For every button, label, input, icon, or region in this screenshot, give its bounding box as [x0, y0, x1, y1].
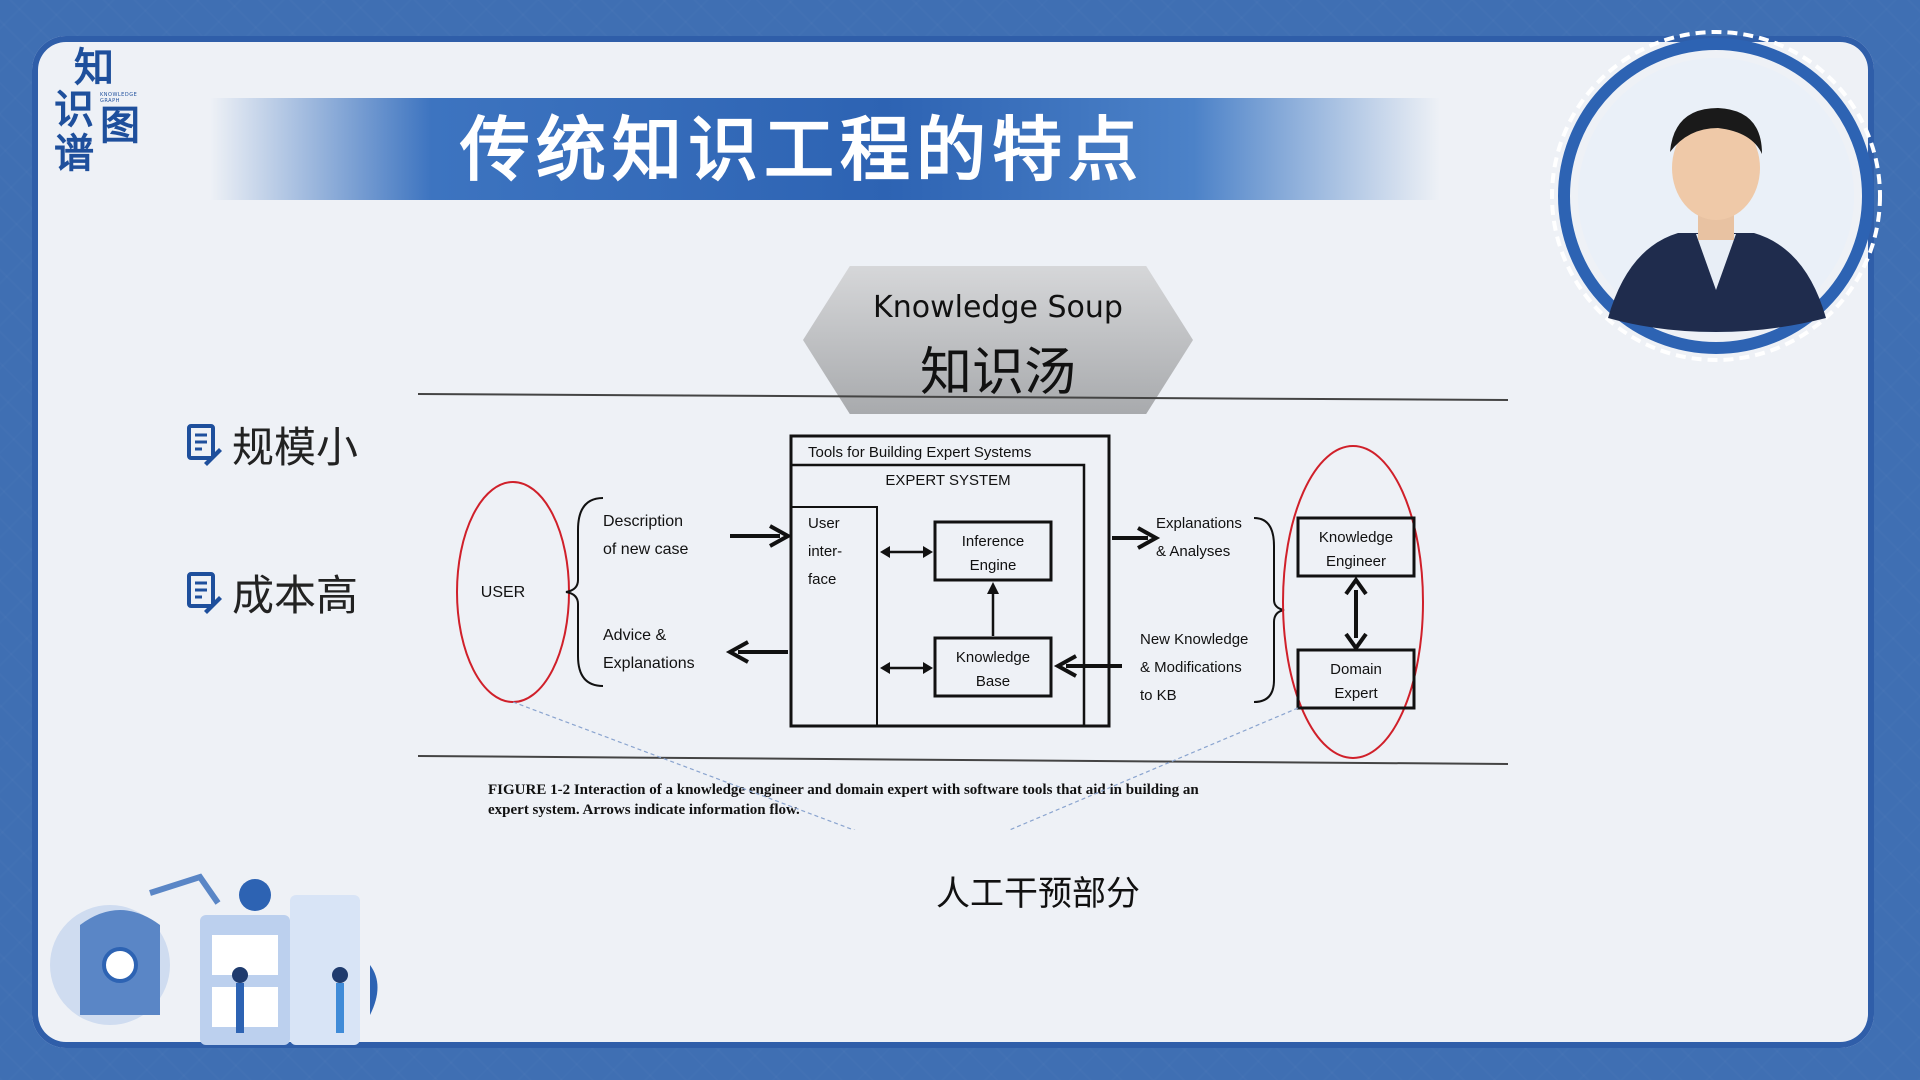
input-top-line1: Description — [603, 513, 683, 530]
logo-char-2: 识 — [54, 87, 94, 133]
badge-english: Knowledge Soup — [873, 290, 1123, 325]
knowledge-engineer-box — [1296, 516, 1416, 578]
caption-line2: expert system. Arrows indicate informati… — [488, 802, 800, 818]
logo: 知 识 图 谱 KNOWLEDGE GRAPH — [54, 48, 154, 178]
logo-char-4: 图 — [100, 103, 140, 149]
badge-chinese: 知识汤 — [919, 343, 1076, 403]
right-brace — [1253, 517, 1285, 703]
user-label: USER — [481, 584, 525, 601]
bullet-item-1: 规模小 — [186, 414, 358, 475]
page-title: 传统知识工程的特点 — [460, 109, 1144, 191]
kb-line2: Base — [976, 673, 1010, 690]
right-bottom-line2: & Modifications — [1140, 659, 1242, 676]
user-interface-box — [790, 506, 878, 727]
input-bottom-line2: Explanations — [603, 655, 695, 672]
ui-line3: face — [808, 571, 836, 588]
ke-line2: Engineer — [1326, 553, 1386, 570]
bullet-item-2: 成本高 — [186, 562, 358, 623]
de-line2: Expert — [1334, 685, 1378, 702]
right-bottom-line1: New Knowledge — [1140, 631, 1248, 648]
right-top-line1: Explanations — [1156, 515, 1242, 532]
expert-system-figure: USER Description of new case Advice & Ex… — [418, 393, 1508, 830]
logo-char-3: 谱 — [54, 131, 94, 177]
tech-illustration — [50, 873, 378, 1045]
inference-engine-box — [933, 520, 1053, 582]
de-line1: Domain — [1330, 661, 1382, 678]
inference-line1: Inference — [962, 533, 1025, 550]
bullet-label: 成本高 — [232, 571, 359, 620]
expert-circle-highlight — [1282, 445, 1424, 759]
logo-char-1: 知 — [74, 45, 114, 91]
right-top-line2: & Analyses — [1156, 543, 1230, 560]
expert-system-box — [789, 463, 1086, 728]
inference-line2: Engine — [970, 557, 1017, 574]
document-edit-icon — [186, 571, 222, 615]
user-brace — [565, 497, 604, 687]
input-bottom-line1: Advice & — [603, 627, 666, 644]
logo-subtitle: KNOWLEDGE GRAPH — [100, 92, 138, 104]
title-banner — [210, 98, 1440, 200]
caption-line1: FIGURE 1-2 Interaction of a knowledge en… — [488, 782, 1199, 798]
pointer-line-right — [1007, 707, 1299, 830]
presenter-video-avatar — [1550, 30, 1882, 362]
manual-intervention-label: 人工干预部分 — [936, 874, 1140, 914]
input-top-line2: of new case — [603, 541, 688, 558]
kb-line1: Knowledge — [956, 649, 1030, 666]
tools-title: Tools for Building Expert Systems — [808, 444, 1031, 461]
ui-line1: User — [808, 515, 840, 532]
expert-system-title: EXPERT SYSTEM — [885, 472, 1010, 489]
bullet-label: 规模小 — [232, 423, 359, 472]
ui-line2: inter- — [808, 543, 842, 560]
hexagon-badge — [803, 266, 1193, 414]
knowledge-base-box — [933, 636, 1053, 698]
pointer-line-left — [512, 701, 856, 830]
right-bottom-line3: to KB — [1140, 687, 1177, 704]
document-edit-icon — [186, 423, 222, 467]
ke-line1: Knowledge — [1319, 529, 1393, 546]
